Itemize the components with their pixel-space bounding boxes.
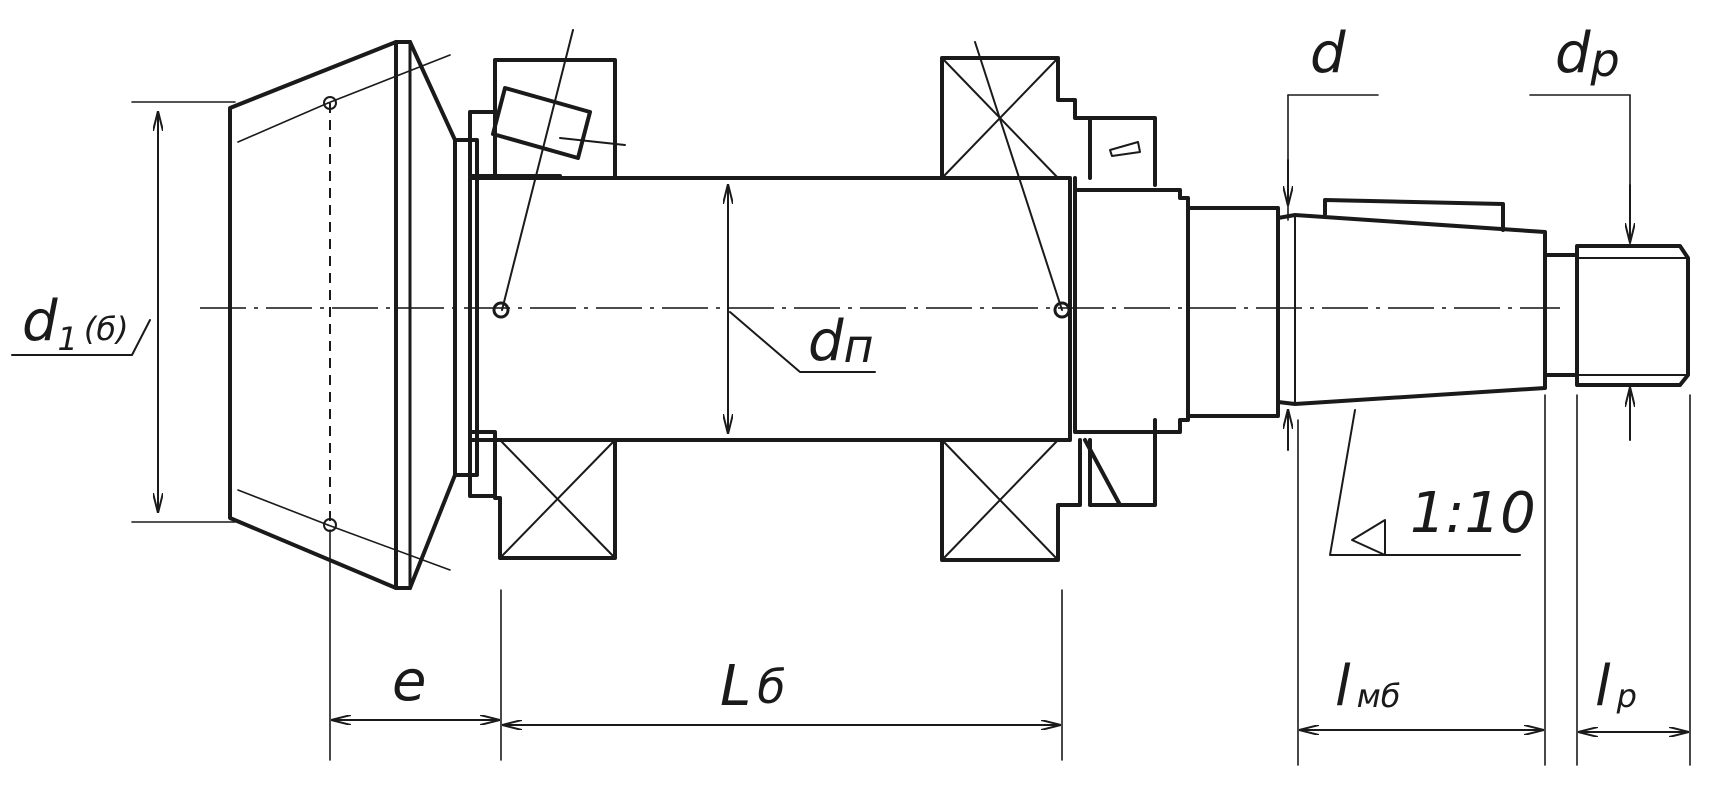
taper-seat <box>1276 198 1547 406</box>
threaded-end <box>1543 244 1690 387</box>
shaft-journal <box>468 176 1072 442</box>
label-taper: 1:10 <box>1410 481 1536 546</box>
pressure-line-right <box>974 41 1063 311</box>
dim-dp <box>728 184 876 434</box>
shaft-neck <box>1186 206 1280 418</box>
dim-d1 <box>11 101 236 523</box>
bearing-bottom-right <box>940 438 1082 562</box>
bevel-gear <box>228 40 457 590</box>
dim-d <box>1288 94 1379 451</box>
pressure-line-left <box>501 29 574 311</box>
label-dr: dр <box>1555 21 1620 87</box>
seal-step <box>1073 176 1190 434</box>
label-d: d <box>1310 21 1346 86</box>
bearing-bottom-left <box>493 438 617 560</box>
taper-leader <box>1329 409 1521 556</box>
label-e: e <box>392 649 426 714</box>
label-d1: d1(б) <box>22 289 129 358</box>
bearing-top-right <box>940 56 1092 180</box>
dim-dr <box>1529 94 1630 441</box>
label-dp: dп <box>808 309 874 374</box>
tapered-bearing-top <box>491 58 626 180</box>
cuff-seal <box>1083 116 1157 507</box>
pressure-point-right <box>1053 301 1071 319</box>
pressure-point-left <box>492 301 510 319</box>
